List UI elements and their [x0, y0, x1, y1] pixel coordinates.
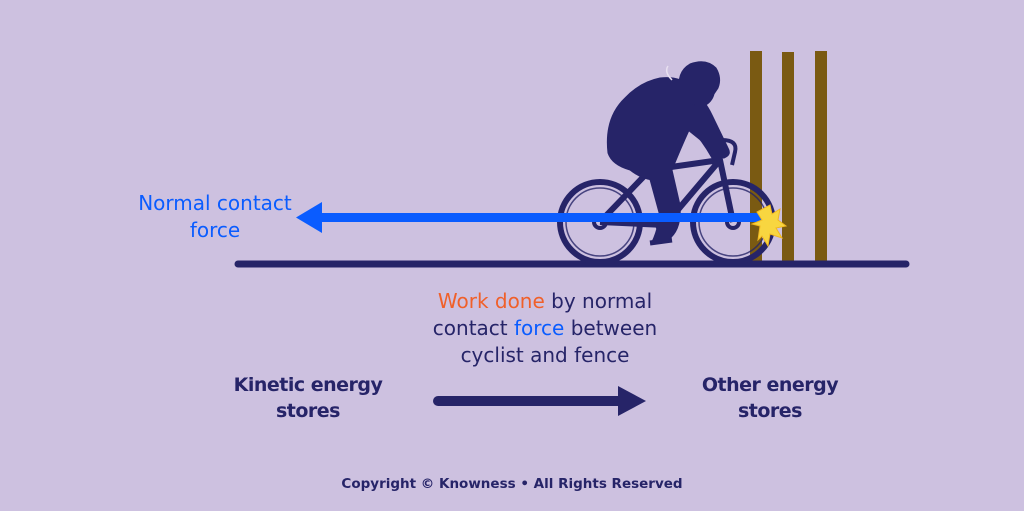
force-label-line1: Normal contact: [138, 191, 292, 215]
caption-text: contact: [432, 316, 514, 340]
kinetic-energy-stores-label: Kinetic energy stores: [198, 372, 418, 424]
normal-contact-force-label: Normal contact force: [100, 190, 330, 244]
caption-text: by normal: [544, 289, 653, 313]
work-done-caption: Work done by normal contact force betwee…: [395, 288, 695, 369]
cyclist-silhouette-icon: [557, 61, 776, 265]
fence-post: [750, 51, 762, 263]
force-arrow-shaft: [318, 213, 766, 222]
force-arrow-head: [296, 202, 322, 233]
fence-posts-icon: [750, 51, 827, 264]
impact-burst-icon: [750, 204, 788, 248]
arrow-right-icon: [433, 386, 646, 416]
fence-post: [815, 51, 827, 263]
fence-post: [782, 52, 794, 264]
arrow-left-icon: [296, 202, 766, 233]
energy-to-line2: stores: [737, 400, 803, 422]
energy-from-line2: stores: [275, 400, 341, 422]
energy-to-line1: Other energy: [701, 374, 839, 396]
caption-line2: contact force between: [395, 315, 695, 342]
energy-from-line1: Kinetic energy: [233, 374, 383, 396]
work-done-highlight: Work done: [437, 289, 545, 313]
other-energy-stores-label: Other energy stores: [660, 372, 880, 424]
caption-line3: cyclist and fence: [460, 343, 630, 367]
force-highlight: force: [513, 316, 565, 340]
copyright-notice: Copyright © Knowness • All Rights Reserv…: [341, 476, 683, 492]
force-label-line2: force: [189, 218, 241, 242]
caption-line1: Work done by normal: [395, 288, 695, 315]
transfer-arrow-head: [618, 386, 646, 416]
caption-text: between: [564, 316, 658, 340]
